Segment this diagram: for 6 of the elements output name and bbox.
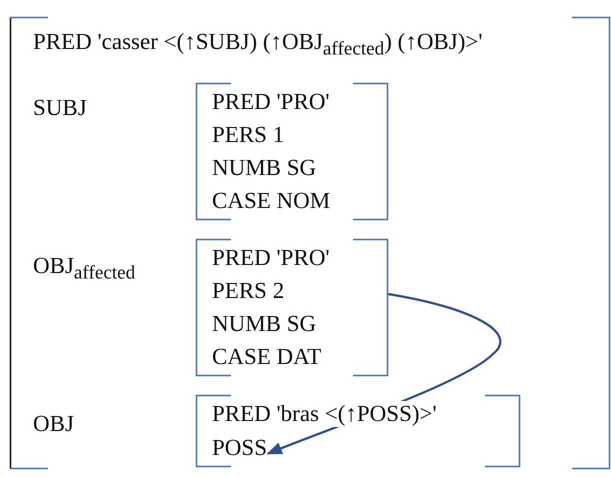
attribute-value-matrix xyxy=(196,239,388,376)
feature-text: PRED 'bras <(↑POSS)>' xyxy=(212,401,437,427)
attribute-value-matrix xyxy=(196,395,520,467)
attribute-value-matrix xyxy=(10,17,610,469)
feature-text: POSS xyxy=(212,434,267,462)
attribute-value-matrix xyxy=(196,83,388,220)
